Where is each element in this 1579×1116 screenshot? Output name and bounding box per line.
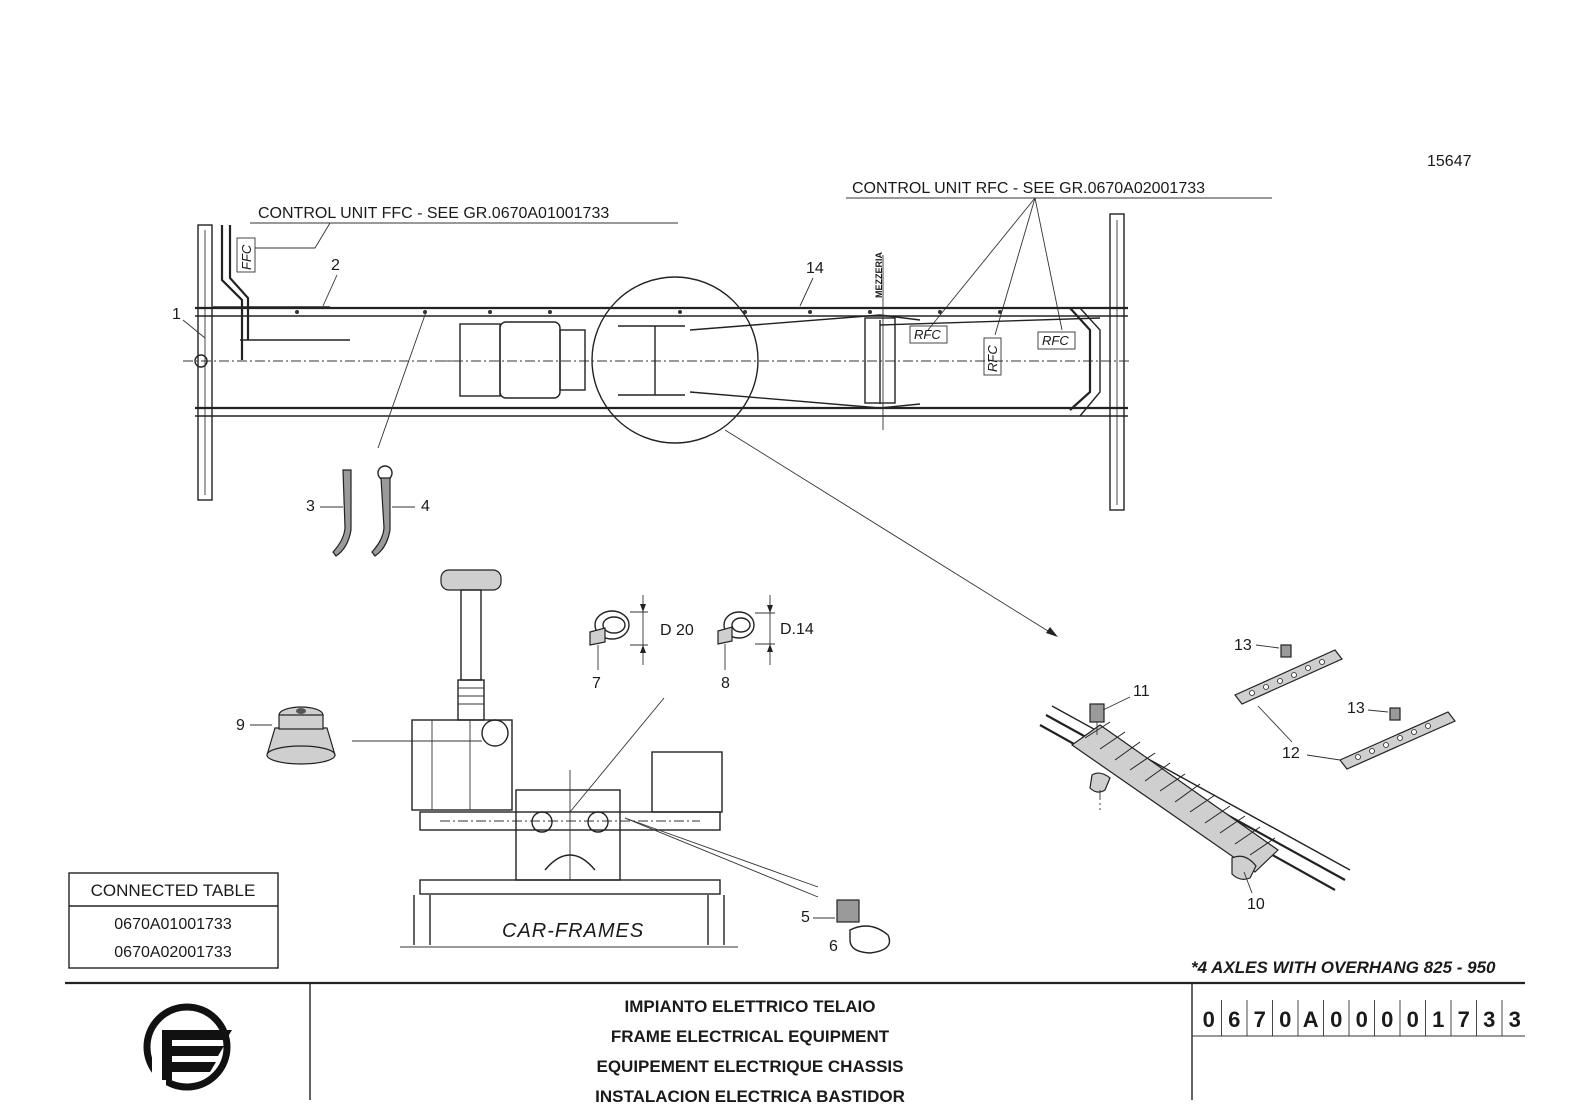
rfc-tag-2-text: RFC (985, 345, 1000, 372)
part-number-char: 6 (1228, 1007, 1240, 1032)
part-number-char: 0 (1203, 1007, 1215, 1032)
clamp-8: D.14 8 (717, 595, 814, 692)
astra-logo-icon (143, 1003, 232, 1091)
callout-4: 4 (421, 498, 430, 515)
connected-table-header: CONNECTED TABLE (91, 881, 256, 900)
callout-13-lower: 13 (1347, 700, 1365, 717)
cable-tie-5-6: 5 6 (801, 899, 891, 955)
rfc-tag-3-text: RFC (1042, 333, 1069, 348)
part-number-char: 0 (1356, 1007, 1368, 1032)
control-unit-rfc-label: CONTROL UNIT RFC - SEE GR.0670A02001733 (846, 180, 1272, 336)
bracket-12-upper: 13 (1234, 637, 1343, 705)
title-line-it: IMPIANTO ELETTRICO TELAIO (625, 997, 876, 1016)
car-frames-view: CAR-FRAMES (352, 569, 819, 948)
callout-3: 3 (306, 498, 315, 515)
callout-8: 8 (721, 675, 730, 692)
part-number-char: 0 (1381, 1007, 1393, 1032)
callout-10: 10 (1247, 896, 1265, 913)
ffc-tag-text: FFC (239, 244, 254, 270)
callout-11: 11 (1133, 683, 1150, 700)
part-number-char: 1 (1432, 1007, 1444, 1032)
title-block: IMPIANTO ELETTRICO TELAIO FRAME ELECTRIC… (65, 981, 1525, 1106)
part-number-char: 3 (1483, 1007, 1495, 1032)
harness-detail: 11 10 (1039, 683, 1351, 913)
car-frames-label: CAR-FRAMES (502, 920, 644, 942)
rfc-tag-3: RFC (1037, 331, 1076, 350)
rfc-tag-1-text: RFC (914, 327, 941, 342)
callout-1: 1 (172, 306, 181, 323)
ffc-tag: FFC (236, 237, 256, 273)
callout-13-upper: 13 (1234, 637, 1252, 654)
centerline-mark: MEZZERIA (874, 252, 884, 298)
callout-6: 6 (829, 938, 838, 955)
callout-9: 9 (236, 717, 245, 734)
part-number-char: 7 (1458, 1007, 1470, 1032)
part-number-char: A (1303, 1007, 1319, 1032)
callout-7: 7 (592, 675, 601, 692)
control-unit-ffc-text: CONTROL UNIT FFC - SEE GR.0670A01001733 (258, 205, 609, 222)
callout-2: 2 (331, 257, 340, 274)
callout-14: 14 (806, 260, 824, 277)
grommet-9: 9 (236, 706, 336, 765)
dim-d14: D.14 (780, 621, 814, 638)
part-number-char: 3 (1509, 1007, 1521, 1032)
bracket-12-lower: 13 (1339, 700, 1456, 770)
title-line-es: INSTALACION ELECTRICA BASTIDOR (595, 1087, 905, 1106)
part-number-char: 0 (1407, 1007, 1419, 1032)
cable-clip-4: 4 (371, 465, 430, 557)
rfc-tag-1: RFC (909, 325, 948, 344)
clamp-7: D 20 7 (589, 595, 694, 692)
part-number-char: 7 (1254, 1007, 1266, 1032)
connected-table: CONNECTED TABLE 0670A01001733 0670A02001… (68, 872, 279, 969)
connected-table-row-2: 0670A02001733 (114, 944, 232, 961)
control-unit-rfc-text: CONTROL UNIT RFC - SEE GR.0670A02001733 (852, 180, 1205, 197)
axles-note: *4 AXLES WITH OVERHANG 825 - 950 (1191, 958, 1496, 977)
title-line-fr: EQUIPEMENT ELECTRIQUE CHASSIS (597, 1057, 904, 1076)
cable-clip-3: 3 (306, 469, 352, 557)
rfc-tag-2: RFC (983, 337, 1002, 376)
connected-table-row-1: 0670A01001733 (114, 916, 232, 933)
callout-12: 12 (1282, 745, 1300, 762)
control-unit-ffc-label: CONTROL UNIT FFC - SEE GR.0670A01001733 (250, 205, 678, 249)
part-number-char: 0 (1279, 1007, 1291, 1032)
drawing-number: 15647 (1427, 153, 1472, 170)
title-line-en: FRAME ELECTRICAL EQUIPMENT (611, 1027, 890, 1046)
dim-d20: D 20 (660, 622, 694, 639)
part-number-char: 0 (1330, 1007, 1342, 1032)
callout-5: 5 (801, 909, 810, 926)
chassis-frame: MEZZERIA (183, 213, 1130, 637)
